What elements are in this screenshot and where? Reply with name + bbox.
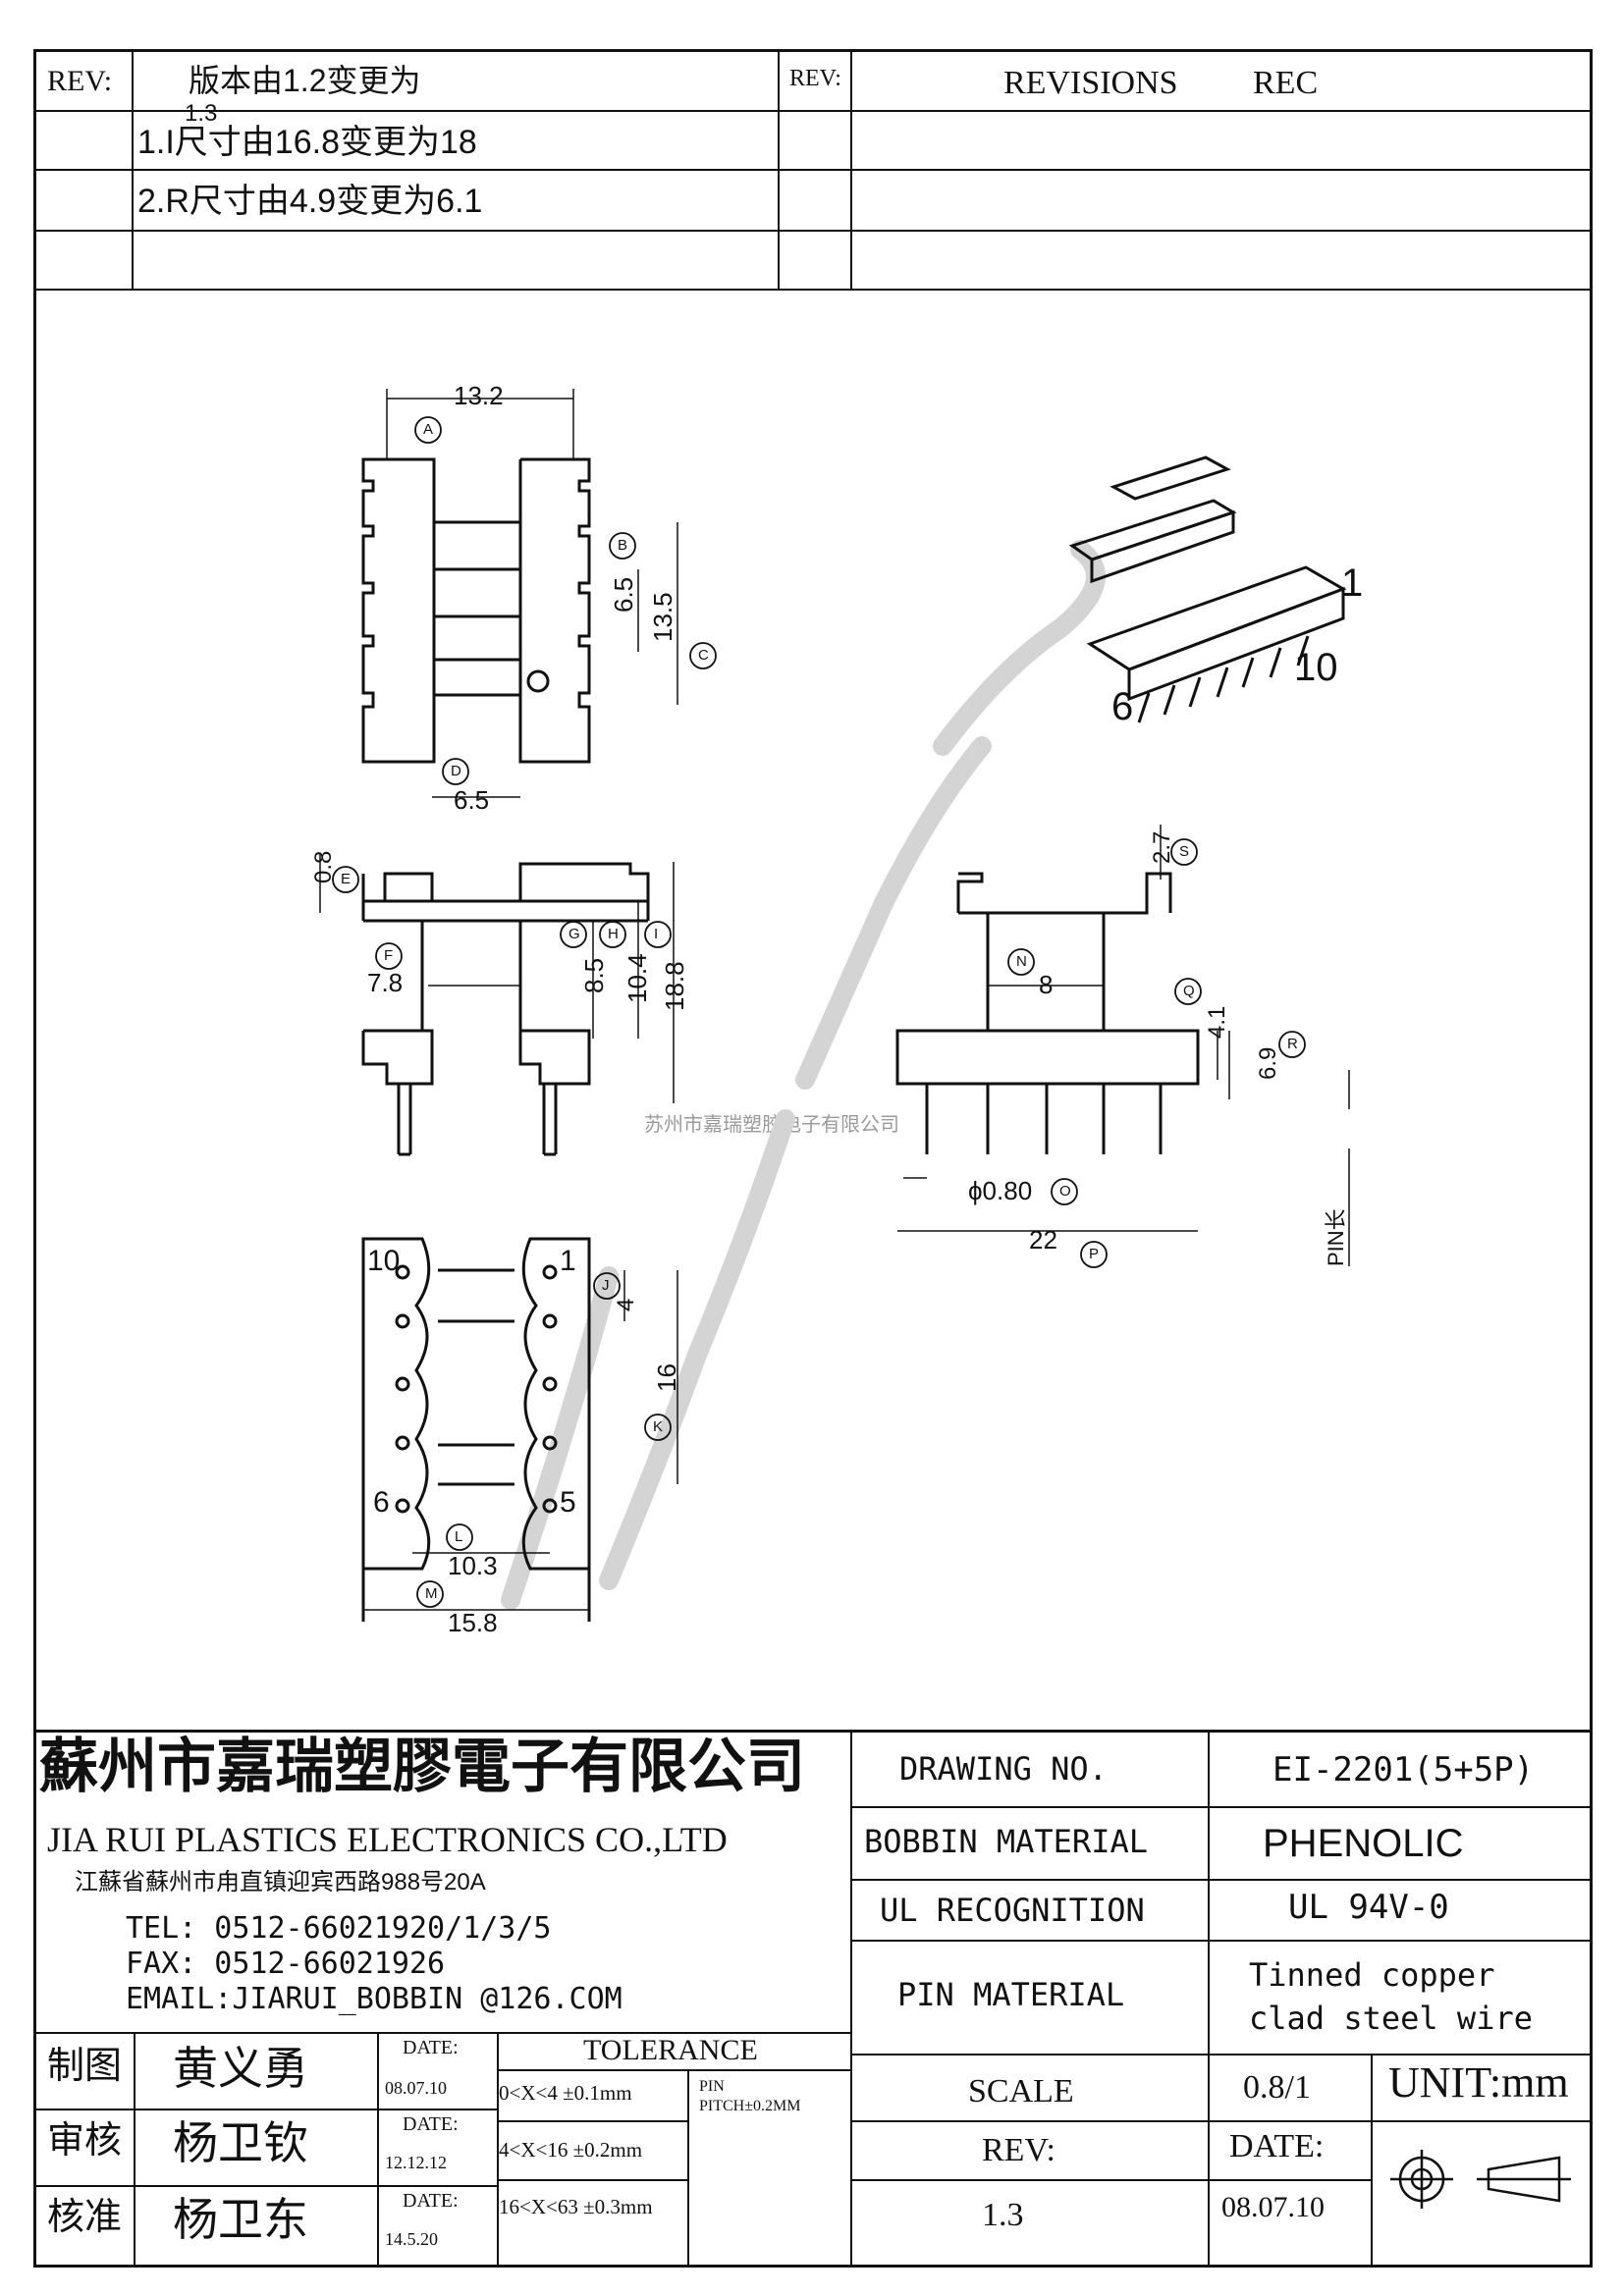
iso-pin-10-label: 10 [1294,646,1338,689]
dim-J-label: J [602,1277,610,1294]
tolerance-pin-pitch: PITCH±0.2MM [699,2098,801,2114]
drawing-frame [33,49,1593,2268]
tolerance-title: TOLERANCE [583,2034,758,2066]
approval-date-label-1: DATE: [403,2037,459,2058]
dim-F-value: 7.8 [367,968,404,997]
bottom-view [361,1237,591,1622]
dim-K-label: K [653,1418,664,1435]
dim-M-value: 15.8 [448,1608,498,1637]
dim-L-label: L [455,1528,463,1545]
scale-value: 0.8/1 [1243,2069,1311,2106]
rev-left-title: 版本由1.2变更为 [189,63,421,98]
dim-M-label: M [425,1585,438,1602]
pin-material-label: PIN MATERIAL [897,1976,1125,2013]
rev-left-title-sub: 1.3 [185,100,218,127]
approval-role-2: 审核 [47,2120,123,2162]
dim-P-value: 22 [1029,1225,1057,1255]
dimension-label-circles [332,416,1306,1608]
approval-name-2: 杨卫钦 [173,2117,308,2168]
tolerance-pin-label: PIN [699,2078,725,2095]
dim-S-label: S [1179,843,1190,860]
scale-label: SCALE [968,2073,1074,2109]
approval-name-3: 杨卫东 [173,2194,308,2245]
approval-date-1: 08.07.10 [385,2078,447,2098]
dim-B-label: B [618,537,628,554]
date-value: 08.07.10 [1221,2191,1325,2223]
dim-G-label: G [568,926,580,942]
date-label: DATE: [1229,2128,1325,2164]
approval-role-1: 制图 [47,2046,123,2087]
dim-N-value: 8 [1039,970,1054,999]
rev-right-title: REVISIONS [1003,65,1178,101]
rev-row-1: 1.I尺寸由16.8变更为18 [137,124,477,161]
drawing-no-label: DRAWING NO. [899,1750,1108,1788]
approval-date-3: 14.5.20 [385,2229,438,2249]
rev-left-header: REV: [47,65,113,97]
top-view [361,457,591,764]
tolerance-row-3: 16<X<63 ±0.3mm [499,2195,653,2218]
rev-right-rec: REC [1253,65,1319,101]
dim-Q-label: Q [1183,983,1195,999]
company-address: 江蘇省蘇州市甪直镇迎宾西路988号20A [75,1869,486,1896]
dim-R-label: R [1287,1036,1298,1052]
drawing-no-value: EI-2201(5+5P) [1272,1750,1535,1789]
pin-5-label: 5 [560,1486,576,1519]
pin-6-label: 6 [373,1486,390,1519]
dim-O-label: O [1059,1183,1071,1200]
dim-H-label: H [608,926,619,942]
company-name-cn: 蘇州市嘉瑞塑膠電子有限公司 [39,1735,805,1799]
dim-F-label: F [384,947,394,964]
tolerance-row-2: 4<X<16 ±0.2mm [499,2138,643,2162]
dim-D-label: D [451,763,461,779]
ul-recognition-label: UL RECOGNITION [880,1892,1145,1929]
dimension-lines [319,389,1350,1611]
company-fax: FAX: 0512-66021926 [126,1947,446,1981]
approval-date-label-2: DATE: [403,2113,459,2135]
pin-1-label: 1 [560,1245,576,1277]
iso-pin-1-label: 1 [1341,561,1364,605]
pin-10-label: 10 [367,1245,401,1277]
approval-name-1: 黄义勇 [173,2043,308,2094]
dim-A-value: 13.2 [454,381,504,410]
company-name-en: JIA RUI PLASTICS ELECTRONICS CO.,LTD [47,1820,728,1859]
rev-value: 1.3 [982,2197,1024,2233]
rev-row-2: 2.R尺寸由4.9变更为6.1 [137,183,483,220]
ul-recognition-value: UL 94V-0 [1288,1888,1449,1927]
bobbin-material-label: BOBBIN MATERIAL [864,1823,1148,1860]
dim-I-label: I [654,926,659,942]
rev-right-header: REV: [789,66,841,91]
side-view [361,862,650,1156]
rev-label: REV: [982,2132,1056,2168]
iso-pin-6-label: 6 [1111,685,1134,728]
unit-label: UNIT:mm [1388,2058,1569,2107]
dim-C-label: C [698,647,709,664]
dim-P-label: P [1089,1246,1100,1262]
bobbin-material-value: PHENOLIC [1263,1822,1464,1865]
pin-material-value-2: clad steel wire [1249,2000,1533,2037]
company-email: EMAIL:JIARUI_BOBBIN @126.COM [126,1982,623,2016]
dim-D-value: 6.5 [454,785,490,815]
company-tel: TEL: 0512-66021920/1/3/5 [126,1911,552,1946]
dim-L-value: 10.3 [448,1551,498,1580]
dim-E-label: E [341,871,352,887]
dim-A-label: A [423,421,434,438]
approval-role-3: 核准 [47,2197,123,2238]
approval-date-2: 12.12.12 [385,2153,447,2172]
pin-material-value-1: Tinned copper [1249,1956,1495,1994]
tolerance-row-1: 0<X<4 ±0.1mm [499,2081,632,2105]
approval-date-label-3: DATE: [403,2190,459,2212]
isometric-view [1068,455,1347,723]
dim-O-value: ϕ0.80 [968,1176,1033,1205]
dim-N-label: N [1016,953,1027,970]
front-view [895,872,1200,1154]
